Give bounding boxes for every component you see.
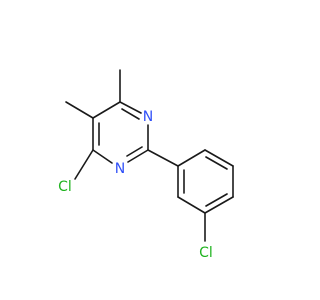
atom-label-n1: N <box>143 109 153 125</box>
ring-bond-n2-c4 <box>92 149 113 164</box>
ring-bond-c6-n1-inner <box>121 108 140 120</box>
ring-bond-c2-n2 <box>127 149 149 163</box>
ring-bond-c5-c6 <box>92 101 121 119</box>
methyl-bond-c5 <box>65 101 94 119</box>
ring-bond-c2-n2-inner <box>126 146 143 157</box>
bonds <box>65 69 234 242</box>
phenyl-bond-5 <box>177 196 206 214</box>
chloro-bond-c4 <box>74 149 94 180</box>
phenyl-bond-4 <box>204 196 234 214</box>
link-bond-c2-phenyl <box>147 149 179 167</box>
ring-bond-c6-n1 <box>119 101 142 114</box>
phenyl-bond-2-inner <box>205 156 228 170</box>
atom-label-cl1: Cl <box>58 179 72 195</box>
phenyl-bond-2 <box>204 149 234 167</box>
atom-label-cl2: Cl <box>199 245 213 261</box>
molecule-structure: N N Cl Cl <box>58 69 234 261</box>
phenyl-bond-4-inner <box>205 193 228 207</box>
phenyl-bond-1 <box>177 149 206 167</box>
atom-labels: N N Cl Cl <box>58 109 213 261</box>
atom-label-n2: N <box>115 161 125 177</box>
